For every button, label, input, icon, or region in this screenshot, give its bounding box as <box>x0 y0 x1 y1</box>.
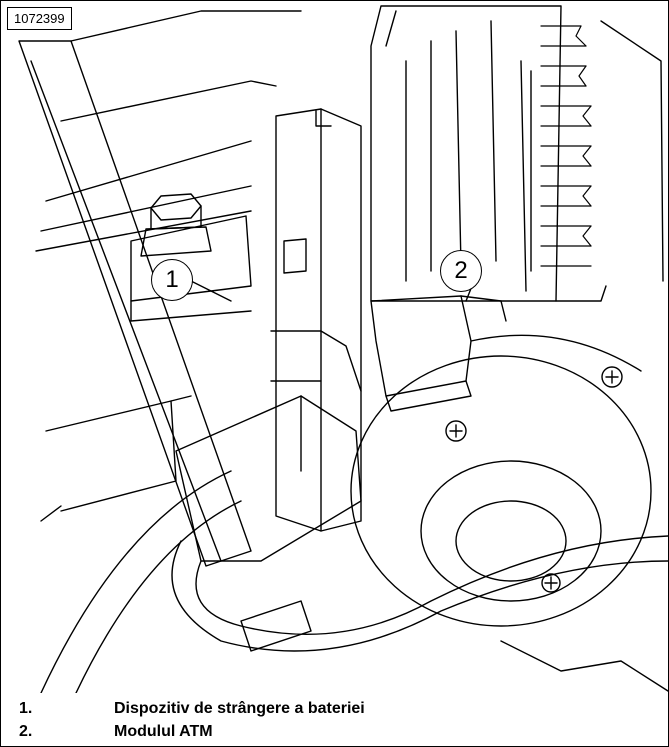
callout-1: 1 <box>151 259 193 301</box>
legend-item: 1. Dispozitiv de strângere a bateriei <box>19 697 365 720</box>
legend: 1. Dispozitiv de strângere a bateriei 2.… <box>19 697 365 743</box>
technical-line-drawing <box>18 5 668 693</box>
legend-item: 2. Modulul ATM <box>19 720 365 743</box>
legend-item-number: 2. <box>19 722 33 740</box>
legend-item-text: Modulul ATM <box>114 722 213 740</box>
legend-item-number: 1. <box>19 699 33 717</box>
callout-2: 2 <box>440 250 482 292</box>
legend-item-text: Dispozitiv de strângere a bateriei <box>114 699 365 717</box>
figure-id-label: 1072399 <box>7 7 72 30</box>
